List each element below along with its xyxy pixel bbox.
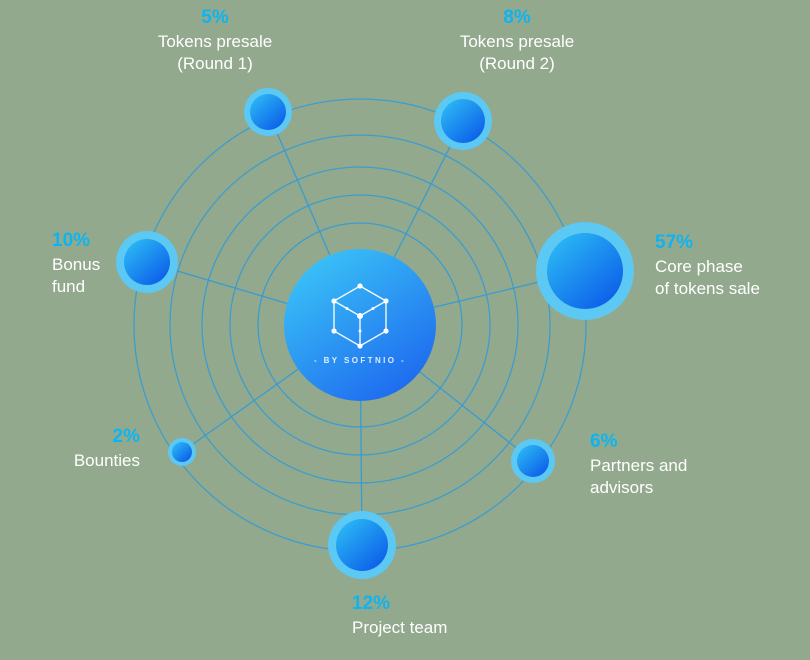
label-tokens-presale-round-1: 5% Tokens presale (Round 1) <box>110 6 320 75</box>
percent-value: 5% <box>201 7 229 28</box>
node-tokens-presale-round-1 <box>244 88 292 136</box>
percent-value: 57% <box>655 232 694 253</box>
node-bonus-fund <box>116 231 178 293</box>
label-line: Bonus <box>52 255 101 274</box>
percent-value: 10% <box>52 230 91 251</box>
label-line: Partners and <box>590 456 688 475</box>
percent-value: 2% <box>112 426 140 447</box>
percent-value: 6% <box>590 431 618 452</box>
label-line: advisors <box>590 478 654 497</box>
label-line: Project team <box>352 618 448 637</box>
label-core-phase: 57% Core phase of tokens sale <box>655 231 805 300</box>
label-line: of tokens sale <box>655 279 760 298</box>
label-project-team: 12% Project team <box>352 592 512 639</box>
label-bonus-fund: 10% Bonus fund <box>52 229 172 298</box>
label-line: Tokens presale <box>459 32 575 51</box>
cube-network-icon-dots <box>331 283 389 349</box>
label-line: (Round 1) <box>177 54 253 73</box>
label-line: Core phase <box>655 257 743 276</box>
percent-value: 8% <box>503 7 531 28</box>
label-bounties: 2% Bounties <box>18 425 140 472</box>
label-partners-advisors: 6% Partners and advisors <box>590 430 740 499</box>
center-hub <box>284 249 436 401</box>
label-line: Tokens presale <box>157 32 273 51</box>
brand-text: - BY SOFTNIO - <box>313 356 407 365</box>
node-tokens-presale-round-2 <box>434 92 492 150</box>
node-partners-advisors <box>511 439 555 483</box>
node-core-phase <box>536 222 634 320</box>
label-line: fund <box>52 277 86 296</box>
label-tokens-presale-round-2: 8% Tokens presale (Round 2) <box>412 6 622 75</box>
node-project-team <box>328 511 396 579</box>
node-bounties <box>168 438 196 466</box>
label-line: (Round 2) <box>479 54 555 73</box>
label-line: Bounties <box>73 451 140 470</box>
percent-value: 12% <box>352 593 391 614</box>
